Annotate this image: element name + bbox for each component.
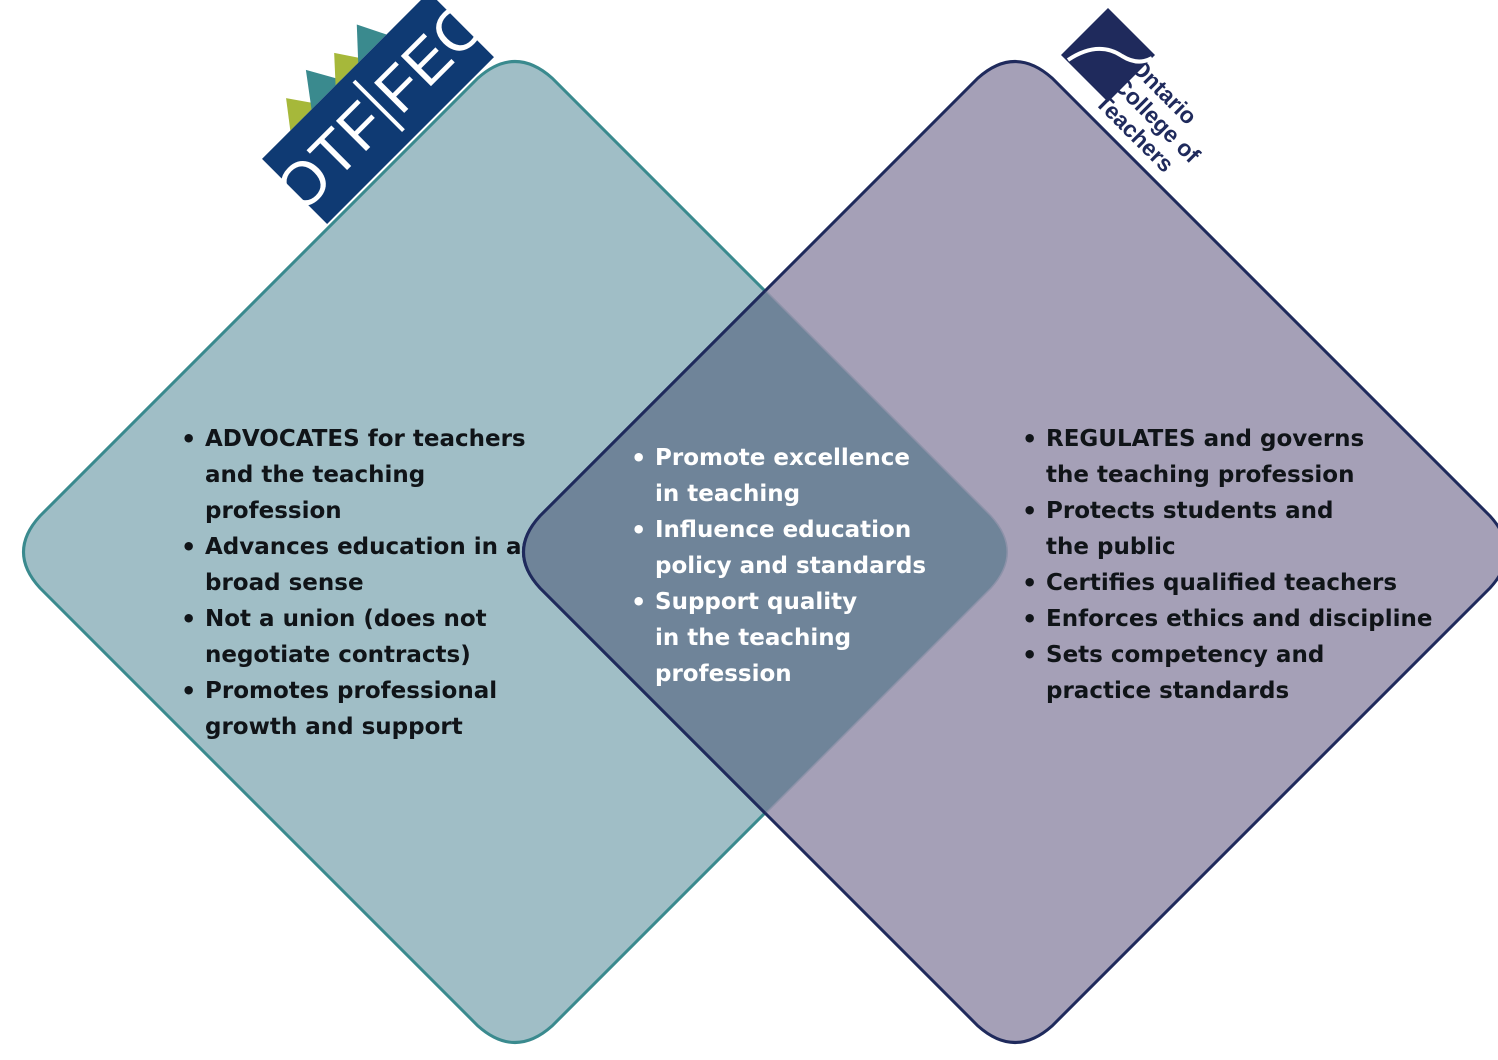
otf-logo-leaf-3 <box>334 52 363 86</box>
list-item: Promote excellence in teaching <box>631 440 931 512</box>
oct-logo-mark-swoosh <box>1066 47 1153 64</box>
list-item: Enforces ethics and discipline <box>1022 601 1442 637</box>
list-item: Advances education in a broad sense <box>181 529 561 601</box>
shared-roles-list: Promote excellence in teaching Influence… <box>631 440 931 692</box>
list-item: REGULATES and governs the teaching profe… <box>1022 421 1442 493</box>
list-item: Influence education policy and standards <box>631 512 931 584</box>
list-item: Not a union (does not negotiate contract… <box>181 601 561 673</box>
list-item: Certifies qualified teachers <box>1022 565 1442 601</box>
otf-roles-list: ADVOCATES for teachers and the teaching … <box>181 421 561 745</box>
oct-roles-list: REGULATES and governs the teaching profe… <box>1022 421 1442 709</box>
list-item: Support quality in the teaching professi… <box>631 584 931 692</box>
otf-logo-divider <box>352 79 405 133</box>
otf-logo-leaf-4 <box>356 24 387 63</box>
oct-logo-mark-diamond <box>1061 8 1155 102</box>
otf-logo-leaf-1 <box>286 98 318 131</box>
list-item: Promotes professional growth and support <box>181 673 561 745</box>
list-item: Sets competency and practice standards <box>1022 637 1442 709</box>
list-item: ADVOCATES for teachers and the teaching … <box>181 421 561 529</box>
oct-logo-mark <box>1061 8 1155 102</box>
otf-logo-leaf-2 <box>305 69 342 110</box>
list-item: Protects students and the public <box>1022 493 1442 565</box>
